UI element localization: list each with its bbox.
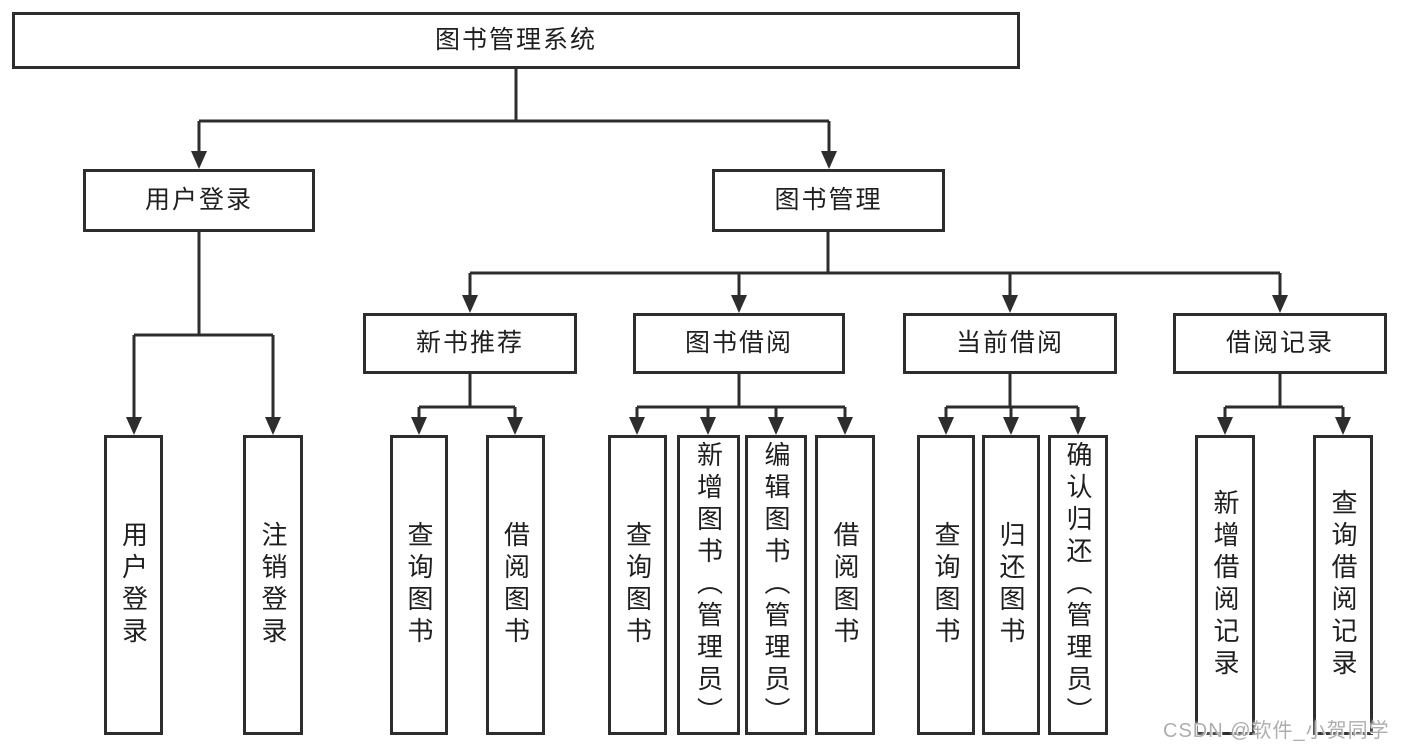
- branch-node-user-login: 用户登录: [83, 169, 315, 232]
- leaf-label: 借阅图书: [830, 521, 860, 649]
- leaf-node-borrow-books-1: 借阅图书: [486, 435, 545, 735]
- leaf-label: 确认归还（管理员）: [1063, 441, 1093, 729]
- watermark: CSDN @软件_小贺同学: [1163, 720, 1390, 742]
- leaf-label: 新增图书（管理员）: [693, 441, 724, 729]
- leaf-label: 借阅图书: [500, 521, 531, 649]
- leaf-label: 查询图书: [404, 521, 434, 649]
- leaf-node-query-books-2: 查询图书: [608, 435, 667, 735]
- leaf-node-query-borrow-record: 查询借阅记录: [1313, 435, 1373, 735]
- root-node: 图书管理系统: [12, 12, 1020, 69]
- module-node-new-book-recommend: 新书推荐: [363, 313, 577, 374]
- leaf-label: 用户登录: [118, 521, 149, 649]
- module-node-borrow-records: 借阅记录: [1173, 313, 1387, 374]
- leaf-node-logout: 注销登录: [243, 435, 303, 735]
- leaf-node-query-books-3: 查询图书: [917, 435, 975, 735]
- leaf-node-edit-book-admin: 编辑图书（管理员）: [745, 435, 807, 735]
- leaf-label: 注销登录: [258, 521, 288, 649]
- leaf-label: 查询借阅记录: [1328, 489, 1358, 681]
- leaf-node-user-login: 用户登录: [104, 435, 163, 735]
- branch-node-book-management: 图书管理: [712, 169, 945, 232]
- leaf-node-add-book-admin: 新增图书（管理员）: [677, 435, 740, 735]
- leaf-node-add-borrow-record: 新增借阅记录: [1195, 435, 1255, 735]
- leaf-node-return-book: 归还图书: [982, 435, 1040, 735]
- module-node-current-borrow: 当前借阅: [903, 313, 1117, 374]
- module-node-book-borrow: 图书借阅: [633, 313, 845, 374]
- leaf-label: 归还图书: [996, 521, 1026, 649]
- leaf-node-confirm-return-admin: 确认归还（管理员）: [1048, 435, 1108, 735]
- leaf-label: 查询图书: [931, 521, 961, 649]
- leaf-node-borrow-books-2: 借阅图书: [815, 435, 875, 735]
- leaf-label: 查询图书: [622, 521, 653, 649]
- leaf-label: 编辑图书（管理员）: [761, 441, 791, 729]
- leaf-label: 新增借阅记录: [1210, 489, 1240, 681]
- leaf-node-query-books-1: 查询图书: [390, 435, 448, 735]
